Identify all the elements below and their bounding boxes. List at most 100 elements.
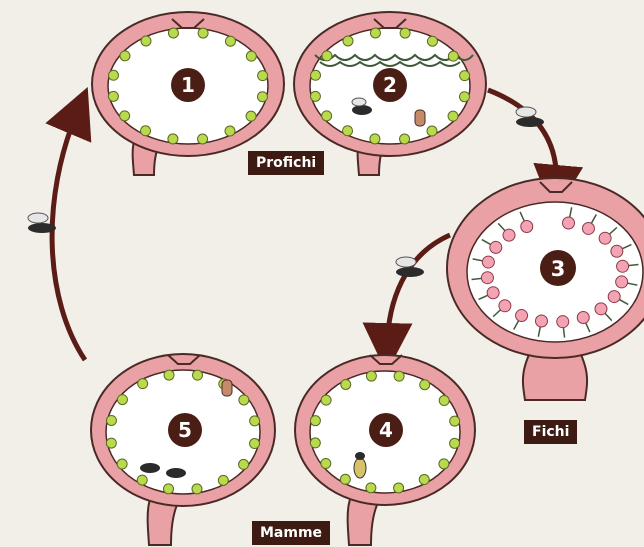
flower	[366, 483, 376, 493]
flower	[257, 92, 267, 102]
flower	[341, 379, 351, 389]
stage-number-2: 2	[383, 73, 397, 97]
flower	[108, 91, 118, 101]
flower	[487, 287, 499, 299]
flower	[138, 379, 148, 389]
flower	[439, 459, 449, 469]
flower	[250, 439, 260, 449]
flower	[120, 51, 130, 61]
flower	[192, 484, 202, 494]
flower	[595, 303, 607, 315]
flower	[120, 111, 130, 121]
flower	[460, 71, 470, 81]
flower	[450, 438, 460, 448]
flower	[400, 134, 410, 144]
flower	[117, 459, 127, 469]
flower	[163, 484, 173, 494]
fig-stage-3: 3	[447, 178, 644, 400]
wasp-in-fig-4	[354, 452, 366, 478]
flower	[246, 111, 256, 121]
flower	[450, 416, 460, 426]
flower	[322, 111, 332, 121]
flower	[611, 245, 623, 257]
flower	[608, 291, 620, 303]
flower	[482, 256, 494, 268]
flower	[250, 416, 260, 426]
flower	[419, 475, 429, 485]
flower	[370, 134, 380, 144]
label-fichi: Fichi	[524, 420, 577, 444]
flower	[521, 221, 533, 233]
flower	[193, 370, 203, 380]
flower	[321, 458, 331, 468]
flower	[168, 134, 178, 144]
flower	[366, 371, 376, 381]
flower	[499, 300, 511, 312]
flower	[164, 370, 174, 380]
flower	[225, 36, 235, 46]
flower	[168, 28, 178, 38]
arrow-3-to-4	[387, 235, 450, 348]
flower	[141, 36, 151, 46]
flower	[503, 229, 515, 241]
flower	[599, 232, 611, 244]
flower	[258, 71, 268, 81]
label-mamme: Mamme	[252, 521, 330, 545]
flower	[246, 51, 256, 61]
flower	[582, 222, 594, 234]
flower	[109, 70, 119, 80]
stage-number-3: 3	[551, 257, 566, 281]
flower	[106, 438, 116, 448]
flower	[370, 28, 380, 38]
flower	[427, 126, 437, 136]
flower	[310, 416, 320, 426]
flower	[225, 126, 235, 136]
flower	[321, 395, 331, 405]
flower	[535, 315, 547, 327]
flower	[557, 316, 569, 328]
arrow-2-to-3	[488, 90, 556, 190]
flower	[106, 415, 116, 425]
flower	[516, 310, 528, 322]
flower	[343, 126, 353, 136]
flower	[617, 260, 629, 272]
flower	[117, 395, 127, 405]
flower	[322, 51, 332, 61]
flower	[563, 217, 575, 229]
fig-stage-4: 4	[295, 355, 475, 545]
flower	[459, 92, 469, 102]
flower	[218, 475, 228, 485]
flower	[394, 483, 404, 493]
flower	[394, 371, 404, 381]
flying-wasp-middle	[396, 257, 424, 277]
flower	[141, 126, 151, 136]
label-profichi: Profichi	[248, 151, 324, 175]
flying-wasp-right	[516, 107, 544, 127]
flower	[310, 438, 320, 448]
flower	[340, 474, 350, 484]
flower	[239, 459, 249, 469]
flower	[490, 241, 502, 253]
flower	[420, 380, 430, 390]
stage-number-1: 1	[181, 73, 195, 97]
flower	[311, 70, 321, 80]
flower	[310, 91, 320, 101]
flower	[439, 396, 449, 406]
flower	[343, 36, 353, 46]
flower	[427, 36, 437, 46]
arrow-5-to-1	[52, 110, 85, 360]
flower	[481, 272, 493, 284]
flower	[577, 311, 589, 323]
flower	[448, 51, 458, 61]
flower	[137, 475, 147, 485]
flower	[448, 111, 458, 121]
flower	[198, 134, 208, 144]
flower	[198, 28, 208, 38]
stage-number-4: 4	[379, 418, 393, 442]
flower	[239, 395, 249, 405]
stage-number-5: 5	[178, 418, 192, 442]
flower	[616, 276, 628, 288]
fig-stage-5: 5	[91, 354, 275, 545]
